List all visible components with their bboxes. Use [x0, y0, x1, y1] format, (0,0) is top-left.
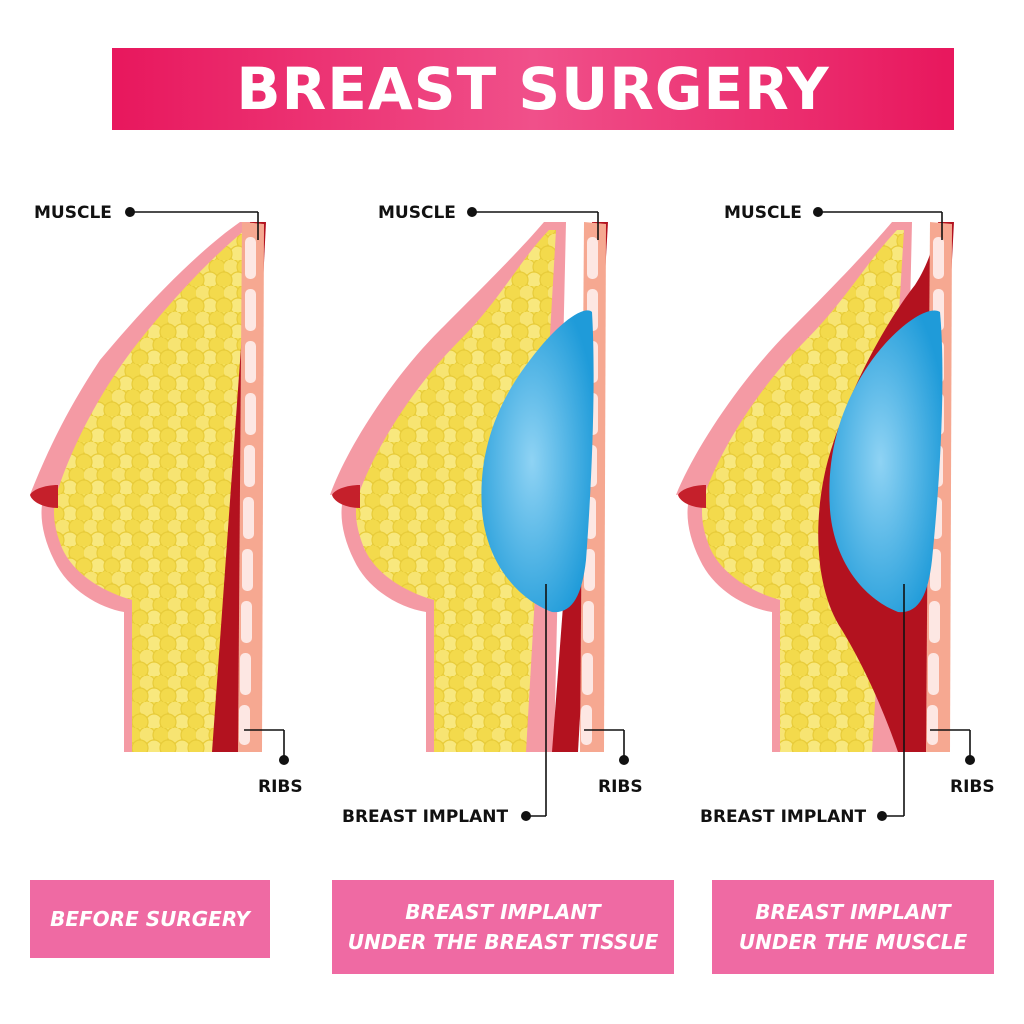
- ribs-pointer-dot: [619, 755, 629, 765]
- muscle-pointer-dot: [125, 207, 135, 217]
- muscle-label: MUSCLE: [378, 203, 456, 223]
- muscle-label: MUSCLE: [34, 203, 112, 223]
- caption-line: BREAST IMPLANT: [755, 900, 951, 924]
- panel-implant-under-muscle: MUSCLE RIBS BREAST IMPLANT: [676, 203, 995, 827]
- ribs-pointer-dot: [279, 755, 289, 765]
- implant-pointer-dot: [877, 811, 887, 821]
- caption-implant-under-muscle: BREAST IMPLANT UNDER THE MUSCLE: [712, 880, 994, 974]
- nipple: [30, 485, 58, 508]
- implant-label: BREAST IMPLANT: [342, 807, 508, 827]
- caption-line: BREAST IMPLANT: [405, 900, 601, 924]
- breast-implant: [481, 310, 594, 613]
- caption-line: UNDER THE BREAST TISSUE: [347, 930, 659, 954]
- muscle-pointer-dot: [813, 207, 823, 217]
- fat-tissue: [54, 230, 252, 752]
- implant-pointer-dot: [521, 811, 531, 821]
- page-title: BREAST SURGERY: [236, 55, 830, 123]
- breast-implant: [829, 310, 943, 613]
- caption-before-surgery: BEFORE SURGERY: [30, 880, 270, 958]
- caption-implant-under-tissue: BREAST IMPLANT UNDER THE BREAST TISSUE: [332, 880, 674, 974]
- ribs-label: RIBS: [950, 777, 995, 797]
- panel-implant-under-tissue: MUSCLE RIBS BREAST IMPLANT: [330, 203, 643, 827]
- nipple: [332, 485, 360, 508]
- ribs-label: RIBS: [598, 777, 643, 797]
- nipple: [678, 485, 706, 508]
- ribs-pointer-dot: [965, 755, 975, 765]
- title-banner: BREAST SURGERY: [112, 48, 954, 130]
- ribs-label: RIBS: [258, 777, 303, 797]
- caption-line: BEFORE SURGERY: [50, 907, 250, 931]
- fat-tissue: [356, 230, 556, 752]
- implant-label: BREAST IMPLANT: [700, 807, 866, 827]
- caption-line: UNDER THE MUSCLE: [738, 930, 968, 954]
- panel-before-surgery: MUSCLE RIBS: [30, 203, 303, 797]
- muscle-label: MUSCLE: [724, 203, 802, 223]
- ribs-column: [238, 222, 264, 752]
- muscle-pointer-dot: [467, 207, 477, 217]
